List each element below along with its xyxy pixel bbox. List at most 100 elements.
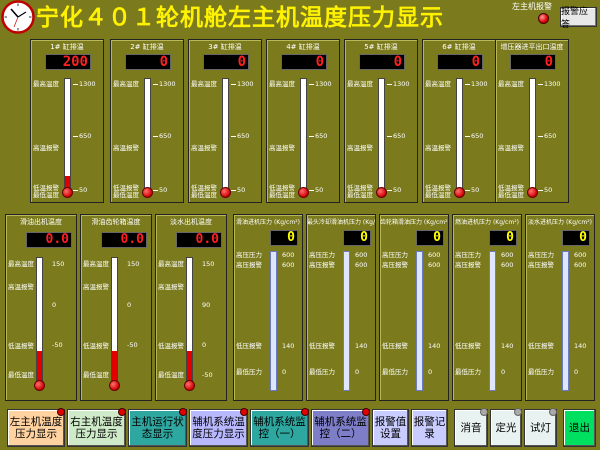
scale-top-2: 600 <box>355 261 368 269</box>
max-temp-label: 最高温度 <box>425 80 451 88</box>
min-temp-label: 最低温度 <box>425 191 451 199</box>
low-temp-alarm-label: 低温报警 <box>498 184 524 192</box>
gauge-title: 淡水出机温度 <box>170 218 212 226</box>
thermometer-tube <box>222 78 229 190</box>
max-temp-label: 最高温度 <box>33 80 59 88</box>
thermometer-tube <box>378 78 385 190</box>
scale-top: 1300 <box>159 80 176 88</box>
high-temp-alarm-label: 高温报警 <box>158 283 184 291</box>
scale-bottom: -50 <box>52 341 63 349</box>
scale-bottom: 0 <box>574 368 579 376</box>
scale-mid: 90 <box>202 301 211 309</box>
scale-mid: 140 <box>355 342 368 350</box>
scale-tick <box>465 136 470 137</box>
scale-bottom: 50 <box>471 186 480 194</box>
scale-tick <box>309 84 314 85</box>
scale-bottom: 50 <box>544 186 553 194</box>
scale-tick <box>153 190 158 191</box>
min-pressure-label: 最低压力 <box>455 368 481 376</box>
high-pressure-alarm-label: 高压报警 <box>382 261 408 269</box>
high-temp-alarm-label: 高温报警 <box>425 144 451 152</box>
pressure-tube <box>489 251 496 391</box>
nav-button[interactable]: 左主机温度压力显示 <box>7 409 65 447</box>
min-temp-label: 最低温度 <box>33 191 59 199</box>
scale-bottom: 0 <box>202 341 207 349</box>
scale-tick <box>465 190 470 191</box>
alarm-indicator-icon <box>538 13 549 24</box>
status-led-icon <box>480 408 488 416</box>
min-temp-label: 最低温度 <box>83 371 109 379</box>
min-pressure-label: 最低压力 <box>528 368 554 376</box>
nav-button-label: 报警值设置 <box>374 416 407 440</box>
low-temp-alarm-label: 低温报警 <box>191 184 217 192</box>
low-pressure-alarm-label: 低压报警 <box>455 342 481 350</box>
high-pressure-alarm-label: 高压报警 <box>528 261 554 269</box>
nav-button[interactable]: 辅机系统监控（一） <box>250 409 309 447</box>
gauge-value-display: 0 <box>343 230 371 246</box>
scale-top: 150 <box>202 260 215 268</box>
thermometer-fill <box>65 175 70 189</box>
max-temp-label: 最高温度 <box>347 80 373 88</box>
nav-button[interactable]: 右主机温度压力显示 <box>67 409 126 447</box>
low-temp-alarm-label: 低温报警 <box>269 184 295 192</box>
nav-button-label: 辅机系统温度压力显示 <box>192 416 245 440</box>
scale-mid: 140 <box>501 342 514 350</box>
gauge-value-display: 0 <box>489 230 517 246</box>
high-pressure-alarm-label: 高压报警 <box>236 261 262 269</box>
scale-top-2: 600 <box>574 261 587 269</box>
nav-button-label: 左主机温度压力显示 <box>9 416 63 440</box>
scale-tick <box>73 136 78 137</box>
gauge-title: 2# 缸排温 <box>130 43 164 51</box>
scale-bottom: 0 <box>282 368 287 376</box>
page-title: 宁化４０１轮机舱左主机温度压力显示 <box>36 4 444 31</box>
scale-mid: 0 <box>52 301 57 309</box>
gauge-value-display: 0 <box>562 230 590 246</box>
nav-button-label: 辅机系统监控（二） <box>314 416 367 440</box>
high-pressure-alarm-label: 高压报警 <box>455 261 481 269</box>
nav-button[interactable]: 辅机系统温度压力显示 <box>189 409 248 447</box>
nav-button[interactable]: 退出 <box>563 409 596 447</box>
max-temp-label: 最高温度 <box>83 260 109 268</box>
pressure-tube <box>343 251 350 391</box>
nav-button-label: 报警记录 <box>413 416 446 440</box>
nav-button[interactable]: 报警值设置 <box>372 409 409 447</box>
gauge-value-display: 0 <box>359 54 405 70</box>
pressure-tube <box>270 251 277 391</box>
thermometer-tube <box>529 78 536 190</box>
thermometer-tube <box>64 78 71 190</box>
scale-top: 600 <box>501 251 514 259</box>
nav-button[interactable]: 辅机系统监控（二） <box>311 409 370 447</box>
nav-button-label: 消音 <box>460 422 482 434</box>
status-led-icon <box>57 408 65 416</box>
min-pressure-label: 最低压力 <box>236 368 262 376</box>
scale-tick <box>73 190 78 191</box>
nav-button[interactable]: 主机运行状态显示 <box>128 409 187 447</box>
gauge-value-display: 0 <box>416 230 444 246</box>
low-temp-alarm-label: 低温报警 <box>425 184 451 192</box>
scale-mid: 650 <box>315 132 328 140</box>
thermometer-tube <box>36 257 43 383</box>
pressure-tube <box>416 251 423 391</box>
low-temp-alarm-label: 低温报警 <box>347 184 373 192</box>
high-temp-alarm-label: 高温报警 <box>347 144 373 152</box>
scale-bottom: 0 <box>428 368 433 376</box>
scale-top: 1300 <box>79 80 96 88</box>
alarm-label: 左主机报警 <box>512 2 552 11</box>
scale-tick <box>309 190 314 191</box>
scale-tick <box>538 190 543 191</box>
scale-tick <box>538 84 543 85</box>
scale-top: 1300 <box>237 80 254 88</box>
gauge-title: 燃油进机压力 (Kg/cm²) <box>455 219 519 226</box>
thermometer-bulb-icon <box>454 187 465 198</box>
gauge-value-display: 0.0 <box>101 232 147 248</box>
thermometer-bulb-icon <box>62 187 73 198</box>
thermometer-tube <box>300 78 307 190</box>
nav-button[interactable]: 报警记录 <box>411 409 448 447</box>
scale-tick <box>465 84 470 85</box>
alarm-ack-button[interactable]: 报警应答 <box>560 7 597 30</box>
